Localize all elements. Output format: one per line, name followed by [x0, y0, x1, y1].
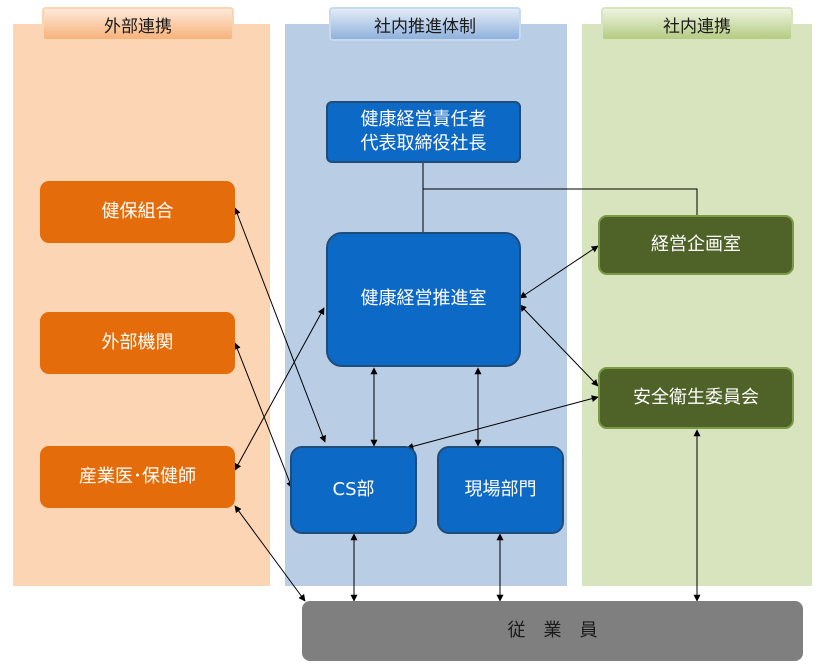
promotion-safety-arrow	[519, 304, 599, 387]
ceo-box: 健康経営責任者 代表取締役社長	[326, 101, 521, 163]
external-header: 外部連携	[42, 7, 234, 41]
employees-bar: 従 業 員	[302, 601, 803, 661]
external-org-box: 外部機関	[40, 312, 235, 374]
insurance-cs-arrow	[233, 207, 327, 443]
ceo-title: 健康経営責任者	[360, 108, 487, 130]
planning-office-box: 経営企画室	[598, 215, 794, 275]
cs-dept-box: CS部	[290, 446, 417, 534]
doctor-promotion-arrow	[234, 307, 325, 471]
link-header: 社内連携	[601, 7, 793, 41]
ceo-to-planning-line	[423, 188, 698, 216]
doctor-employees-arrow	[234, 505, 306, 602]
promotion-planning-arrow	[519, 245, 599, 299]
safety-committee-box: 安全衛生委員会	[598, 367, 794, 429]
ceo-name: 代表取締役社長	[360, 133, 487, 154]
promotion-office-box: 健康経営推進室	[326, 232, 521, 367]
field-dept-box: 現場部門	[437, 446, 564, 534]
insurance-box: 健保組合	[40, 181, 235, 243]
safety-cs-arrow	[406, 395, 599, 450]
external-cs-arrow	[234, 342, 293, 489]
doctor-box: 産業医･保健師	[40, 446, 235, 508]
internal-header: 社内推進体制	[329, 7, 521, 41]
